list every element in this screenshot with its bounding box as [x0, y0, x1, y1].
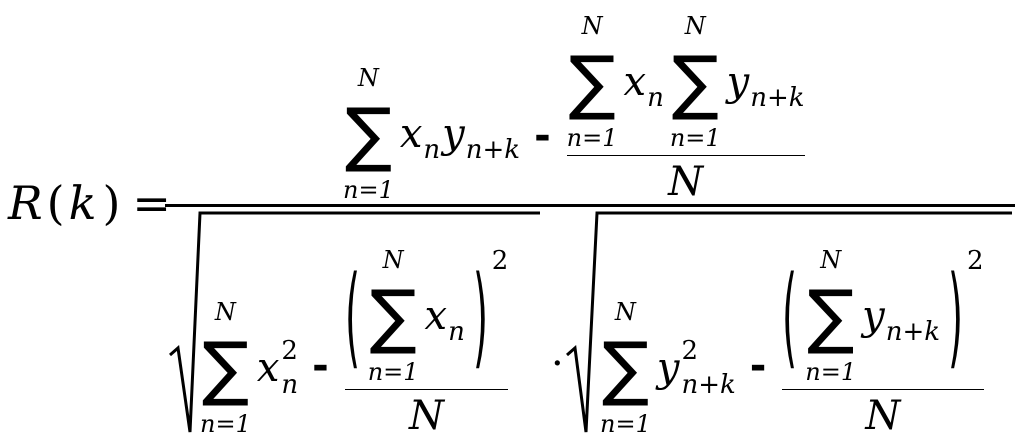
open-paren: (	[344, 252, 360, 380]
lower-limit: n=1	[200, 410, 251, 438]
sum-block: N ∑ n=1	[600, 300, 651, 436]
divisor: N	[668, 159, 704, 205]
sqrt-sign-left	[169, 211, 540, 433]
left-radicand: N ∑ n=1 x 2 n - ( N ∑ n=1 x n )	[200, 226, 510, 436]
inner-fraction: N ∑ n=1 x n N ∑ n=1 y n+k N	[565, 14, 807, 202]
sum-block: N ∑ n=1	[200, 300, 251, 436]
upper-limit: N	[820, 246, 842, 274]
sqrt-sign-right	[566, 211, 1012, 433]
sub-nk: n+k	[885, 317, 941, 347]
power-2: 2	[281, 336, 298, 366]
upper-limit: N	[581, 12, 603, 40]
var-y: y	[656, 345, 680, 391]
var-y: y	[726, 59, 750, 105]
close-paren: )	[948, 252, 964, 380]
var-x: x	[399, 111, 423, 157]
sup-sub: 2 n+k	[681, 338, 735, 398]
sum-symbol: ∑	[671, 41, 719, 123]
right-radicand: N ∑ n=1 y 2 n+k - ( N ∑ n=1 y n+k )	[600, 226, 986, 436]
equals-sign: =	[132, 176, 171, 230]
sup-sub: 2 n	[281, 338, 298, 398]
var-x: x	[623, 59, 647, 105]
lhs-arg: k	[68, 176, 97, 230]
fraction: ( N ∑ n=1 y n+k ) 2 N	[780, 248, 985, 436]
sub-nk: n+k	[465, 135, 521, 165]
lower-limit: n=1	[805, 358, 857, 386]
sum-symbol: ∑	[601, 327, 649, 409]
var-x: x	[256, 345, 280, 391]
main-fraction-bar	[165, 204, 1015, 207]
inner-fraction-bar	[566, 155, 805, 156]
sum-block: N ∑ n=1	[343, 66, 394, 202]
sub-n: n	[281, 370, 299, 400]
sum-symbol: ∑	[568, 41, 616, 123]
power-2: 2	[681, 336, 698, 366]
open-paren: (	[782, 252, 798, 380]
sum-x-squared: N ∑ n=1 x 2 n	[200, 300, 298, 436]
numerator: N ∑ n=1 x n y n+k - N ∑ n=1 x n N ∑	[343, 8, 807, 202]
sum-block: N ∑ n=1	[567, 14, 618, 150]
upper-limit: N	[382, 246, 404, 274]
sum-symbol: ∑	[369, 275, 417, 357]
squared-sum: ( N ∑ n=1 x n ) 2	[345, 248, 509, 384]
upper-limit: N	[214, 298, 236, 326]
lower-limit: n=1	[566, 124, 618, 152]
fraction-bar	[344, 389, 509, 390]
lhs-close-paren: )	[102, 176, 121, 230]
sub-n: n	[448, 317, 465, 347]
lower-limit: n=1	[669, 124, 721, 152]
fraction-bar	[782, 389, 984, 390]
lower-limit: n=1	[343, 176, 394, 204]
power-2: 2	[966, 246, 984, 276]
sum-block: N ∑ n=1	[368, 248, 419, 384]
sum-symbol: ∑	[344, 93, 392, 175]
upper-limit: N	[614, 298, 636, 326]
inner-fraction-numerator: N ∑ n=1 x n N ∑ n=1 y n+k	[567, 14, 805, 150]
minus-sign: -	[534, 113, 551, 159]
multiply-dot: ·	[551, 341, 564, 387]
var-y: y	[862, 293, 885, 339]
lower-limit: n=1	[367, 358, 419, 386]
divisor: N	[409, 393, 445, 439]
sum-xy: N ∑ n=1 x n y n+k	[343, 66, 520, 202]
sum-symbol: ∑	[807, 275, 855, 357]
sub-n: n	[647, 83, 664, 113]
squared-sum: ( N ∑ n=1 y n+k ) 2	[782, 248, 983, 384]
power-2: 2	[491, 246, 509, 276]
sum-symbol: ∑	[201, 327, 249, 409]
sum-y-squared: N ∑ n=1 y 2 n+k	[600, 300, 736, 436]
upper-limit: N	[684, 12, 706, 40]
sub-nk: n+k	[681, 370, 736, 400]
sum-block: N ∑ n=1	[670, 14, 721, 150]
var-x: x	[424, 293, 448, 339]
lhs: R ( k ) =	[8, 180, 171, 226]
var-y: y	[442, 111, 465, 157]
lhs-open-paren: (	[46, 176, 65, 230]
close-paren: )	[472, 252, 488, 380]
sub-nk: n+k	[750, 83, 805, 113]
divisor: N	[865, 393, 901, 439]
upper-limit: N	[357, 64, 379, 92]
fraction: ( N ∑ n=1 x n ) 2 N	[343, 248, 511, 436]
sub-n: n	[423, 135, 441, 165]
minus-sign: -	[312, 343, 329, 389]
lhs-func: R	[8, 176, 43, 230]
lower-limit: n=1	[600, 410, 651, 438]
minus-sign: -	[749, 343, 767, 389]
sum-block: N ∑ n=1	[805, 248, 856, 384]
